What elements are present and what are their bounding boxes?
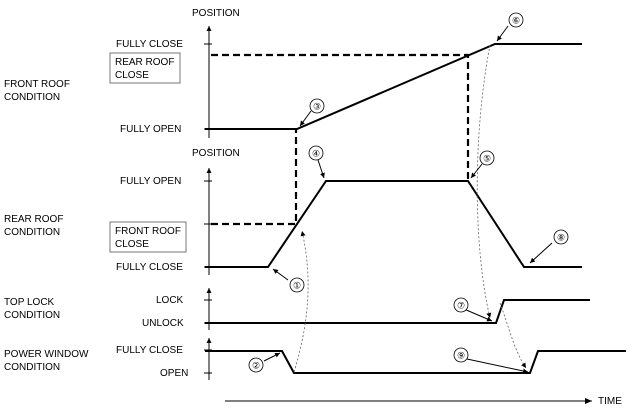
step-5-leader — [470, 163, 483, 179]
front-roof-title-line1: FRONT ROOF — [4, 79, 70, 90]
top-lock-title-line2: CONDITION — [4, 310, 60, 321]
rear-roof-close-note-box — [109, 52, 181, 84]
step-7-leader — [463, 308, 493, 322]
step-9-leader — [466, 358, 529, 374]
step-marker-2: ② — [248, 357, 264, 373]
rear-roof-axis-label: POSITION — [192, 148, 240, 159]
step-marker-5: ⑤ — [479, 150, 495, 166]
rear-roof-trace — [205, 180, 582, 268]
rear-roof-level-bottom: FULLY CLOSE — [116, 262, 183, 273]
rear-roof-close-note-line1: REAR ROOF — [115, 57, 174, 68]
front-roof-close-note-box — [109, 221, 187, 253]
svg-text:⑥: ⑥ — [512, 16, 520, 26]
power-window-title-line2: CONDITION — [4, 362, 60, 373]
top-lock-to-window-link — [499, 302, 527, 369]
step-marker-4: ④ — [308, 145, 324, 161]
window-to-rear-roof-link — [293, 230, 309, 373]
top-lock-level-top: LOCK — [156, 295, 184, 306]
front-roof-to-top-lock-link — [476, 44, 492, 319]
step-marker-6: ⑥ — [508, 12, 524, 28]
power-window-title-line1: POWER WINDOW — [4, 349, 89, 360]
svg-text:⑨: ⑨ — [457, 351, 465, 361]
step-2-leader — [263, 352, 281, 362]
front-roof-title-line2: CONDITION — [4, 92, 60, 103]
svg-text:⑧: ⑧ — [557, 233, 565, 243]
svg-text:⑤: ⑤ — [483, 154, 491, 164]
svg-text:③: ③ — [313, 102, 321, 112]
rear-roof-close-note-line2: CLOSE — [115, 70, 149, 81]
front-roof-close-note-line2: CLOSE — [115, 239, 149, 250]
top-lock-level-bottom: UNLOCK — [142, 318, 184, 329]
rear-roof-level-top: FULLY OPEN — [120, 176, 181, 187]
step-3-leader — [299, 110, 312, 127]
power-window-level-bottom: OPEN — [160, 368, 188, 379]
step-8-leader — [529, 242, 553, 264]
svg-text:④: ④ — [312, 149, 320, 159]
step-marker-7: ⑦ — [453, 297, 469, 313]
svg-text:②: ② — [252, 361, 260, 371]
step-4-leader — [317, 159, 325, 179]
front-roof-close-note-line1: FRONT ROOF — [115, 226, 181, 237]
time-axis-label: TIME — [598, 396, 622, 407]
front-roof-axis-label: POSITION — [192, 8, 240, 19]
front-roof-level-top: FULLY CLOSE — [116, 39, 183, 50]
front-roof-level-bottom: FULLY OPEN — [120, 124, 181, 135]
front-roof-trace — [205, 43, 582, 130]
rear-roof-close-threshold — [211, 53, 470, 180]
step-marker-1: ① — [289, 277, 305, 293]
power-window-trace — [205, 350, 626, 374]
step-1-leader — [272, 268, 289, 281]
step-marker-9: ⑨ — [453, 347, 469, 363]
front-roof-close-threshold — [211, 129, 298, 226]
step-marker-8: ⑧ — [553, 229, 569, 245]
top-lock-title-line1: TOP LOCK — [4, 297, 55, 308]
power-window-level-top: FULLY CLOSE — [116, 345, 183, 356]
step-6-leader — [496, 25, 509, 42]
rear-roof-title-line2: CONDITION — [4, 227, 60, 238]
step-marker-3: ③ — [309, 98, 325, 114]
svg-text:①: ① — [293, 281, 301, 291]
top-lock-trace — [205, 299, 590, 324]
rear-roof-title-line1: REAR ROOF — [4, 214, 63, 225]
svg-text:⑦: ⑦ — [457, 301, 465, 311]
